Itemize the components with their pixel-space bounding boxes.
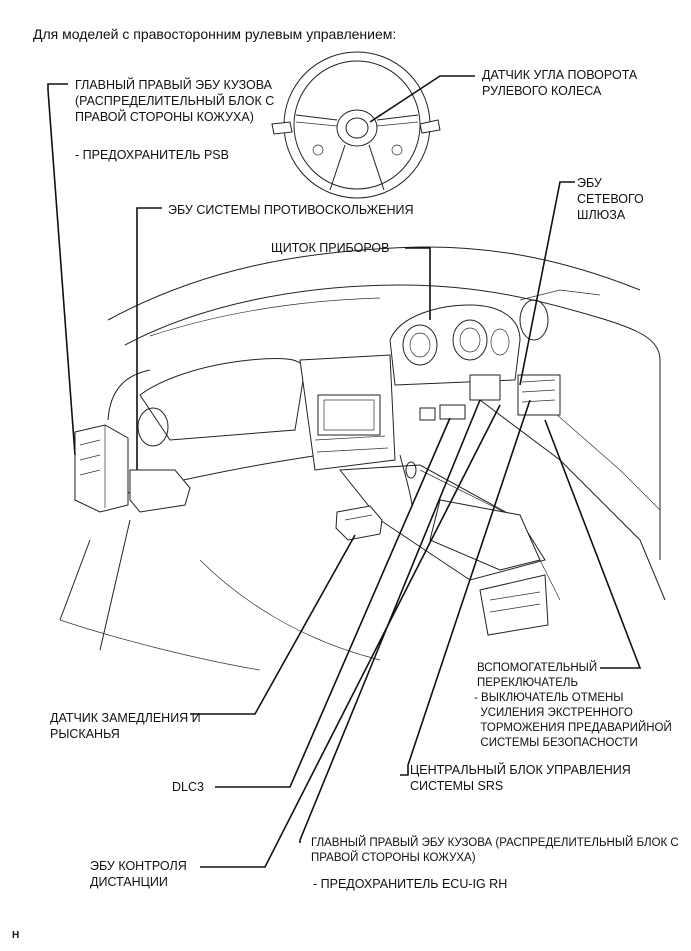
psb-fuse-label: - ПРЕДОХРАНИТЕЛЬ PSB: [75, 148, 229, 162]
center-console-illustration: [299, 354, 549, 636]
combination-meter-label: ЩИТОК ПРИБОРОВ: [271, 241, 390, 255]
gateway-ecu-label: ЭБУ СЕТЕВОГО ШЛЮЗА: [577, 176, 644, 222]
distance-ecu-label: ЭБУ КОНТРОЛЯ ДИСТАНЦИИ: [90, 859, 187, 889]
page-header: Для моделей с правосторонним рулевым упр…: [33, 26, 397, 42]
ecu-ig-fuse-label: - ПРЕДОХРАНИТЕЛЬ ECU-IG RH: [313, 877, 508, 891]
dlc3-label: DLC3: [172, 780, 204, 794]
yaw-sensor-label: ДАТЧИК ЗАМЕДЛЕНИЯ И РЫСКАНЬЯ: [50, 711, 201, 741]
figure-code: H: [12, 930, 20, 941]
main-body-ecu-top-label: ГЛАВНЫЙ ПРАВЫЙ ЭБУ КУЗОВА (РАСПРЕДЕЛИТЕЛ…: [75, 78, 275, 124]
switch-panel-illustration: [419, 374, 561, 421]
dashboard-body: [59, 246, 666, 671]
steering-sensor-label: ДАТЧИК УГЛА ПОВОРОТА РУЛЕВОГО КОЛЕСА: [482, 68, 638, 98]
combination-meter-illustration: [389, 304, 521, 386]
leader-lines: [47, 75, 642, 868]
steering-wheel-illustration: [271, 51, 441, 199]
skid-control-ecu-label: ЭБУ СИСТЕМЫ ПРОТИВОСКОЛЬЖЕНИЯ: [168, 203, 414, 217]
main-body-ecu-bottom-label: ГЛАВНЫЙ ПРАВЫЙ ЭБУ КУЗОВА (РАСПРЕДЕЛИТЕЛ…: [311, 837, 679, 864]
srs-center-label: ЦЕНТРАЛЬНЫЙ БЛОК УПРАВЛЕНИЯ СИСТЕМЫ SRS: [410, 763, 631, 793]
yaw-rate-sensor-illustration: [335, 505, 383, 541]
spare-switch-label: ВСПОМОГАТЕЛЬНЫЙ ПЕРЕКЛЮЧАТЕЛЬ: [477, 662, 598, 689]
pcs-switch-label: - ВЫКЛЮЧАТЕЛЬ ОТМЕНЫ УСИЛЕНИЯ ЭКСТРЕННОГ…: [474, 692, 672, 749]
junction-block-illustration: [74, 424, 191, 513]
